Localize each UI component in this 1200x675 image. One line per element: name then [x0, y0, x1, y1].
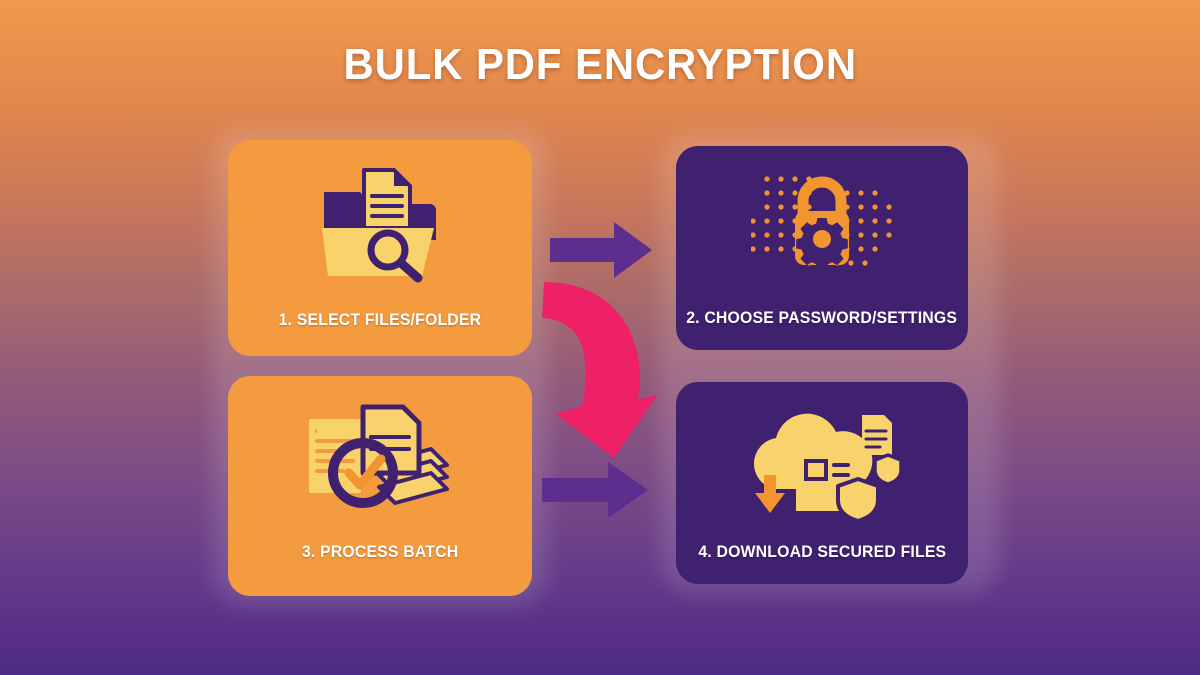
step-card-download-files[interactable]: 4. DOWNLOAD SECURED FILES	[676, 382, 968, 584]
documents-checkmark-icon	[309, 404, 449, 508]
arrow-right-icon	[550, 222, 652, 278]
folder-search-document-icon	[322, 168, 436, 283]
icon-container	[676, 382, 968, 542]
arrow-right-icon	[542, 462, 648, 518]
connector-arrow-2-to-3	[530, 272, 670, 494]
icon-container	[676, 146, 968, 308]
icon-container	[228, 140, 532, 310]
icon-container	[228, 376, 532, 542]
page-title: BULK PDF ENCRYPTION	[343, 40, 857, 89]
cloud-download-shield-icon	[753, 413, 903, 521]
step-card-select-files[interactable]: 1. SELECT FILES/FOLDER	[228, 140, 532, 356]
step-caption: 2. CHOOSE PASSWORD/SETTINGS	[686, 308, 958, 327]
step-card-process-batch[interactable]: 3. PROCESS BATCH	[228, 376, 532, 596]
step-caption: 4. DOWNLOAD SECURED FILES	[698, 542, 946, 561]
step-card-choose-password[interactable]: 2. CHOOSE PASSWORD/SETTINGS	[676, 146, 968, 350]
connector-arrow-3-to-4	[540, 458, 652, 522]
padlock-gear-icon	[751, 176, 892, 270]
page-title-wrap: BULK PDF ENCRYPTION	[0, 40, 1200, 90]
step-caption: 1. SELECT FILES/FOLDER	[278, 310, 482, 329]
connector-arrow-1-to-2	[548, 218, 656, 282]
curved-arrow-down-icon	[542, 282, 658, 458]
step-caption: 3. PROCESS BATCH	[301, 542, 459, 561]
